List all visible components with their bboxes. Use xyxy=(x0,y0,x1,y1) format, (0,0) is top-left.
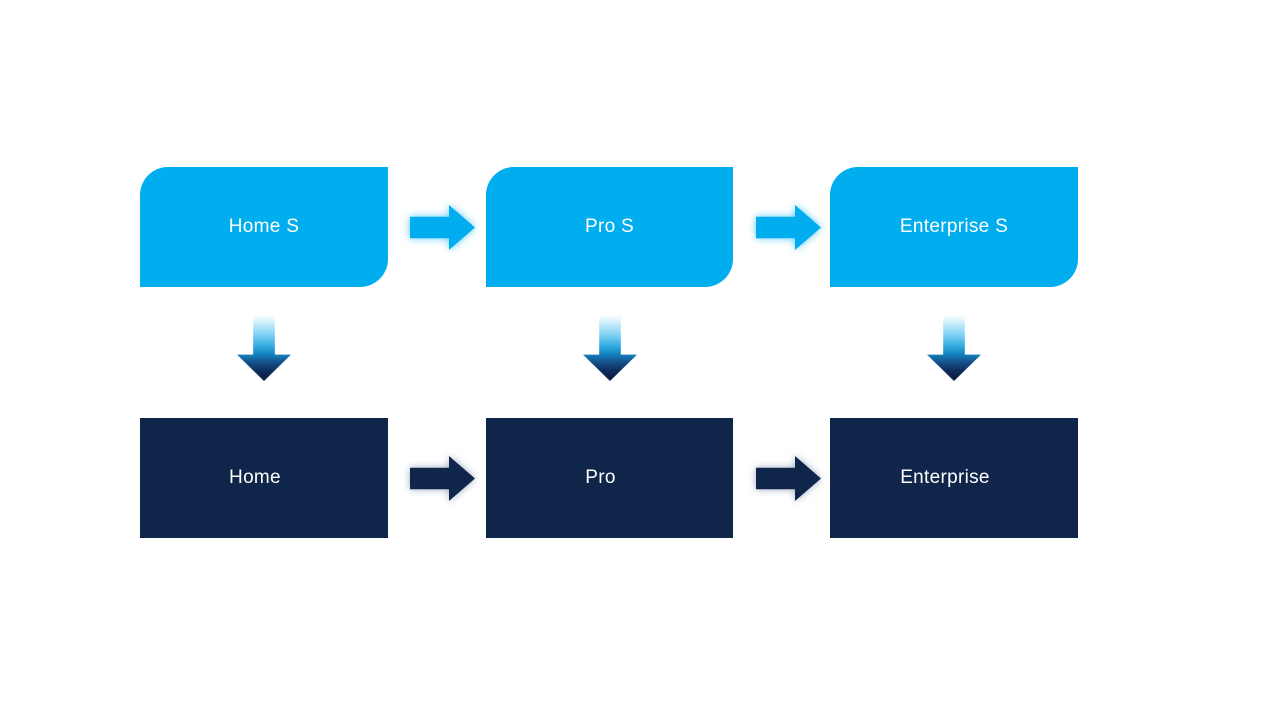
box-enterprise: Enterprise xyxy=(830,418,1078,538)
box-pro-label: Pro xyxy=(585,467,616,488)
box-pro: Pro xyxy=(486,418,733,538)
box-enterprise-label: Enterprise xyxy=(900,467,990,488)
box-enterprise-s: Enterprise S xyxy=(830,167,1078,287)
arrow-right-icon xyxy=(410,205,475,250)
box-home-label: Home xyxy=(229,467,281,488)
arrow-down-icon xyxy=(583,315,637,381)
arrow-right-icon xyxy=(410,456,475,501)
arrow-down-icon xyxy=(927,315,981,381)
box-pro-s: Pro S xyxy=(486,167,733,287)
arrow-right-icon-shape xyxy=(410,205,475,250)
box-home-s-label: Home S xyxy=(228,216,300,237)
arrow-down-icon xyxy=(237,315,291,381)
arrow-right-icon-shape xyxy=(756,205,821,250)
box-home: Home xyxy=(140,418,388,538)
box-pro-s-label: Pro S xyxy=(584,216,635,237)
arrow-right-icon-shape xyxy=(756,456,821,501)
arrow-right-icon xyxy=(756,456,821,501)
box-enterprise-s-label: Enterprise S xyxy=(899,216,1009,237)
box-home-s: Home S xyxy=(140,167,388,287)
arrow-right-icon-shape xyxy=(410,456,475,501)
arrow-right-icon xyxy=(756,205,821,250)
